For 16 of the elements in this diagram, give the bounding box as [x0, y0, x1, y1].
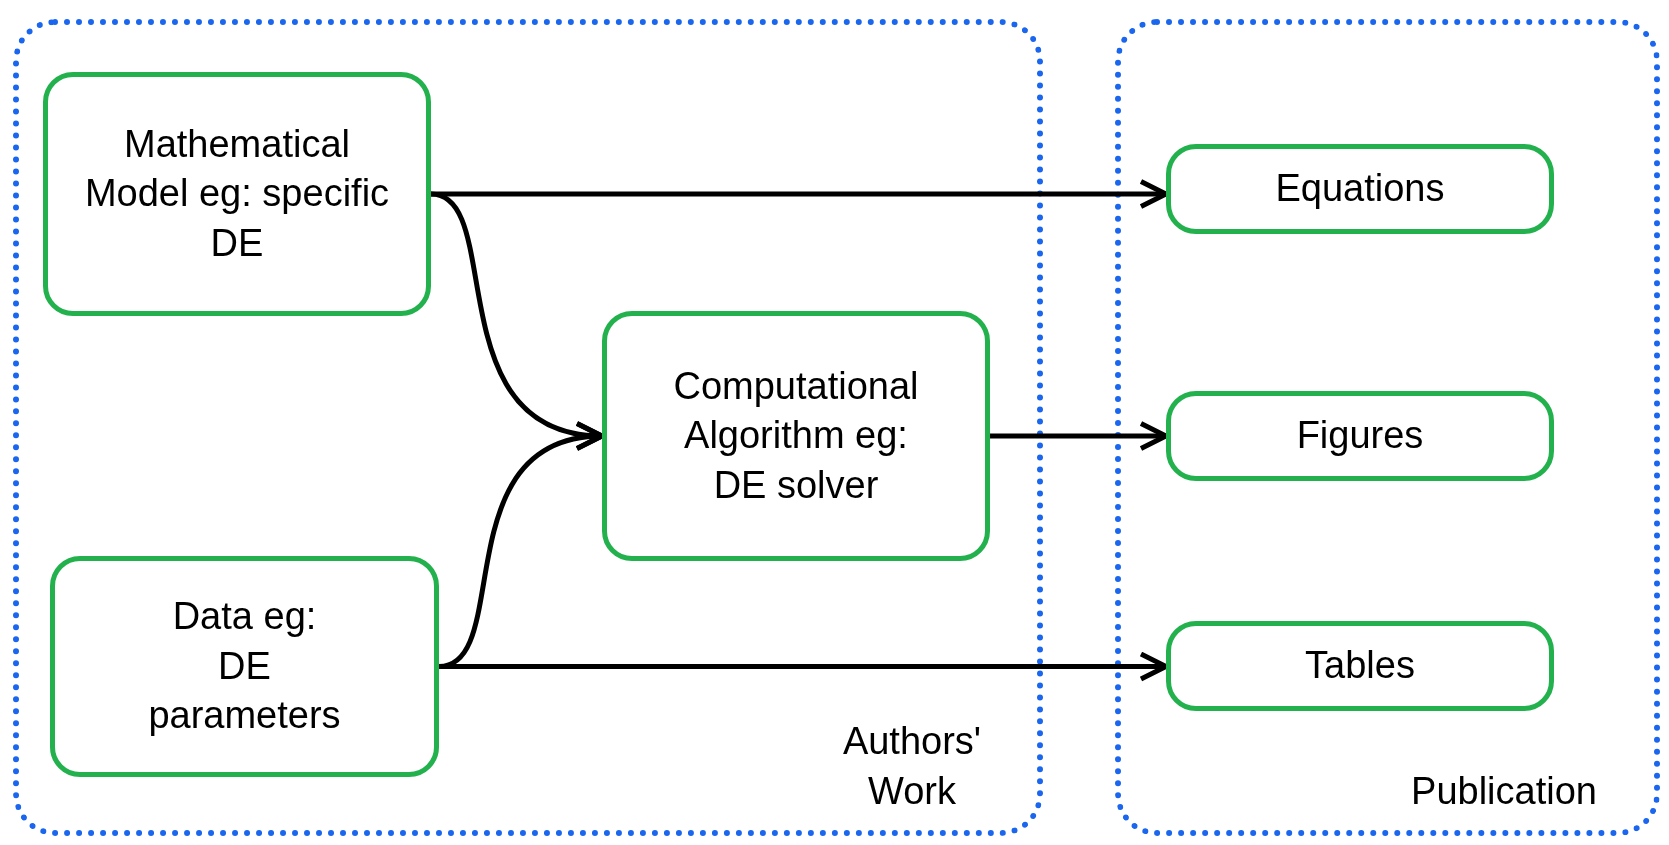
process-box — [602, 311, 990, 561]
group-frame — [1115, 19, 1660, 836]
process-box — [50, 556, 439, 777]
box-label: Tables — [1305, 643, 1415, 689]
process-box — [43, 72, 431, 316]
box-label: Figures — [1296, 413, 1424, 459]
box-label: Computational Algorithm eg: DE solver — [672, 363, 920, 508]
group-label: Authors' Work — [841, 719, 983, 814]
box-label: Equations — [1275, 166, 1445, 212]
group-label: Publication — [1410, 768, 1598, 814]
box-label: Data eg: DE parameters — [147, 594, 342, 739]
group-frame — [13, 19, 1043, 836]
process-box — [1166, 391, 1554, 481]
process-box — [1166, 621, 1554, 711]
box-label: Mathematical Model eg: specific DE — [83, 121, 391, 266]
process-box — [1166, 144, 1554, 234]
